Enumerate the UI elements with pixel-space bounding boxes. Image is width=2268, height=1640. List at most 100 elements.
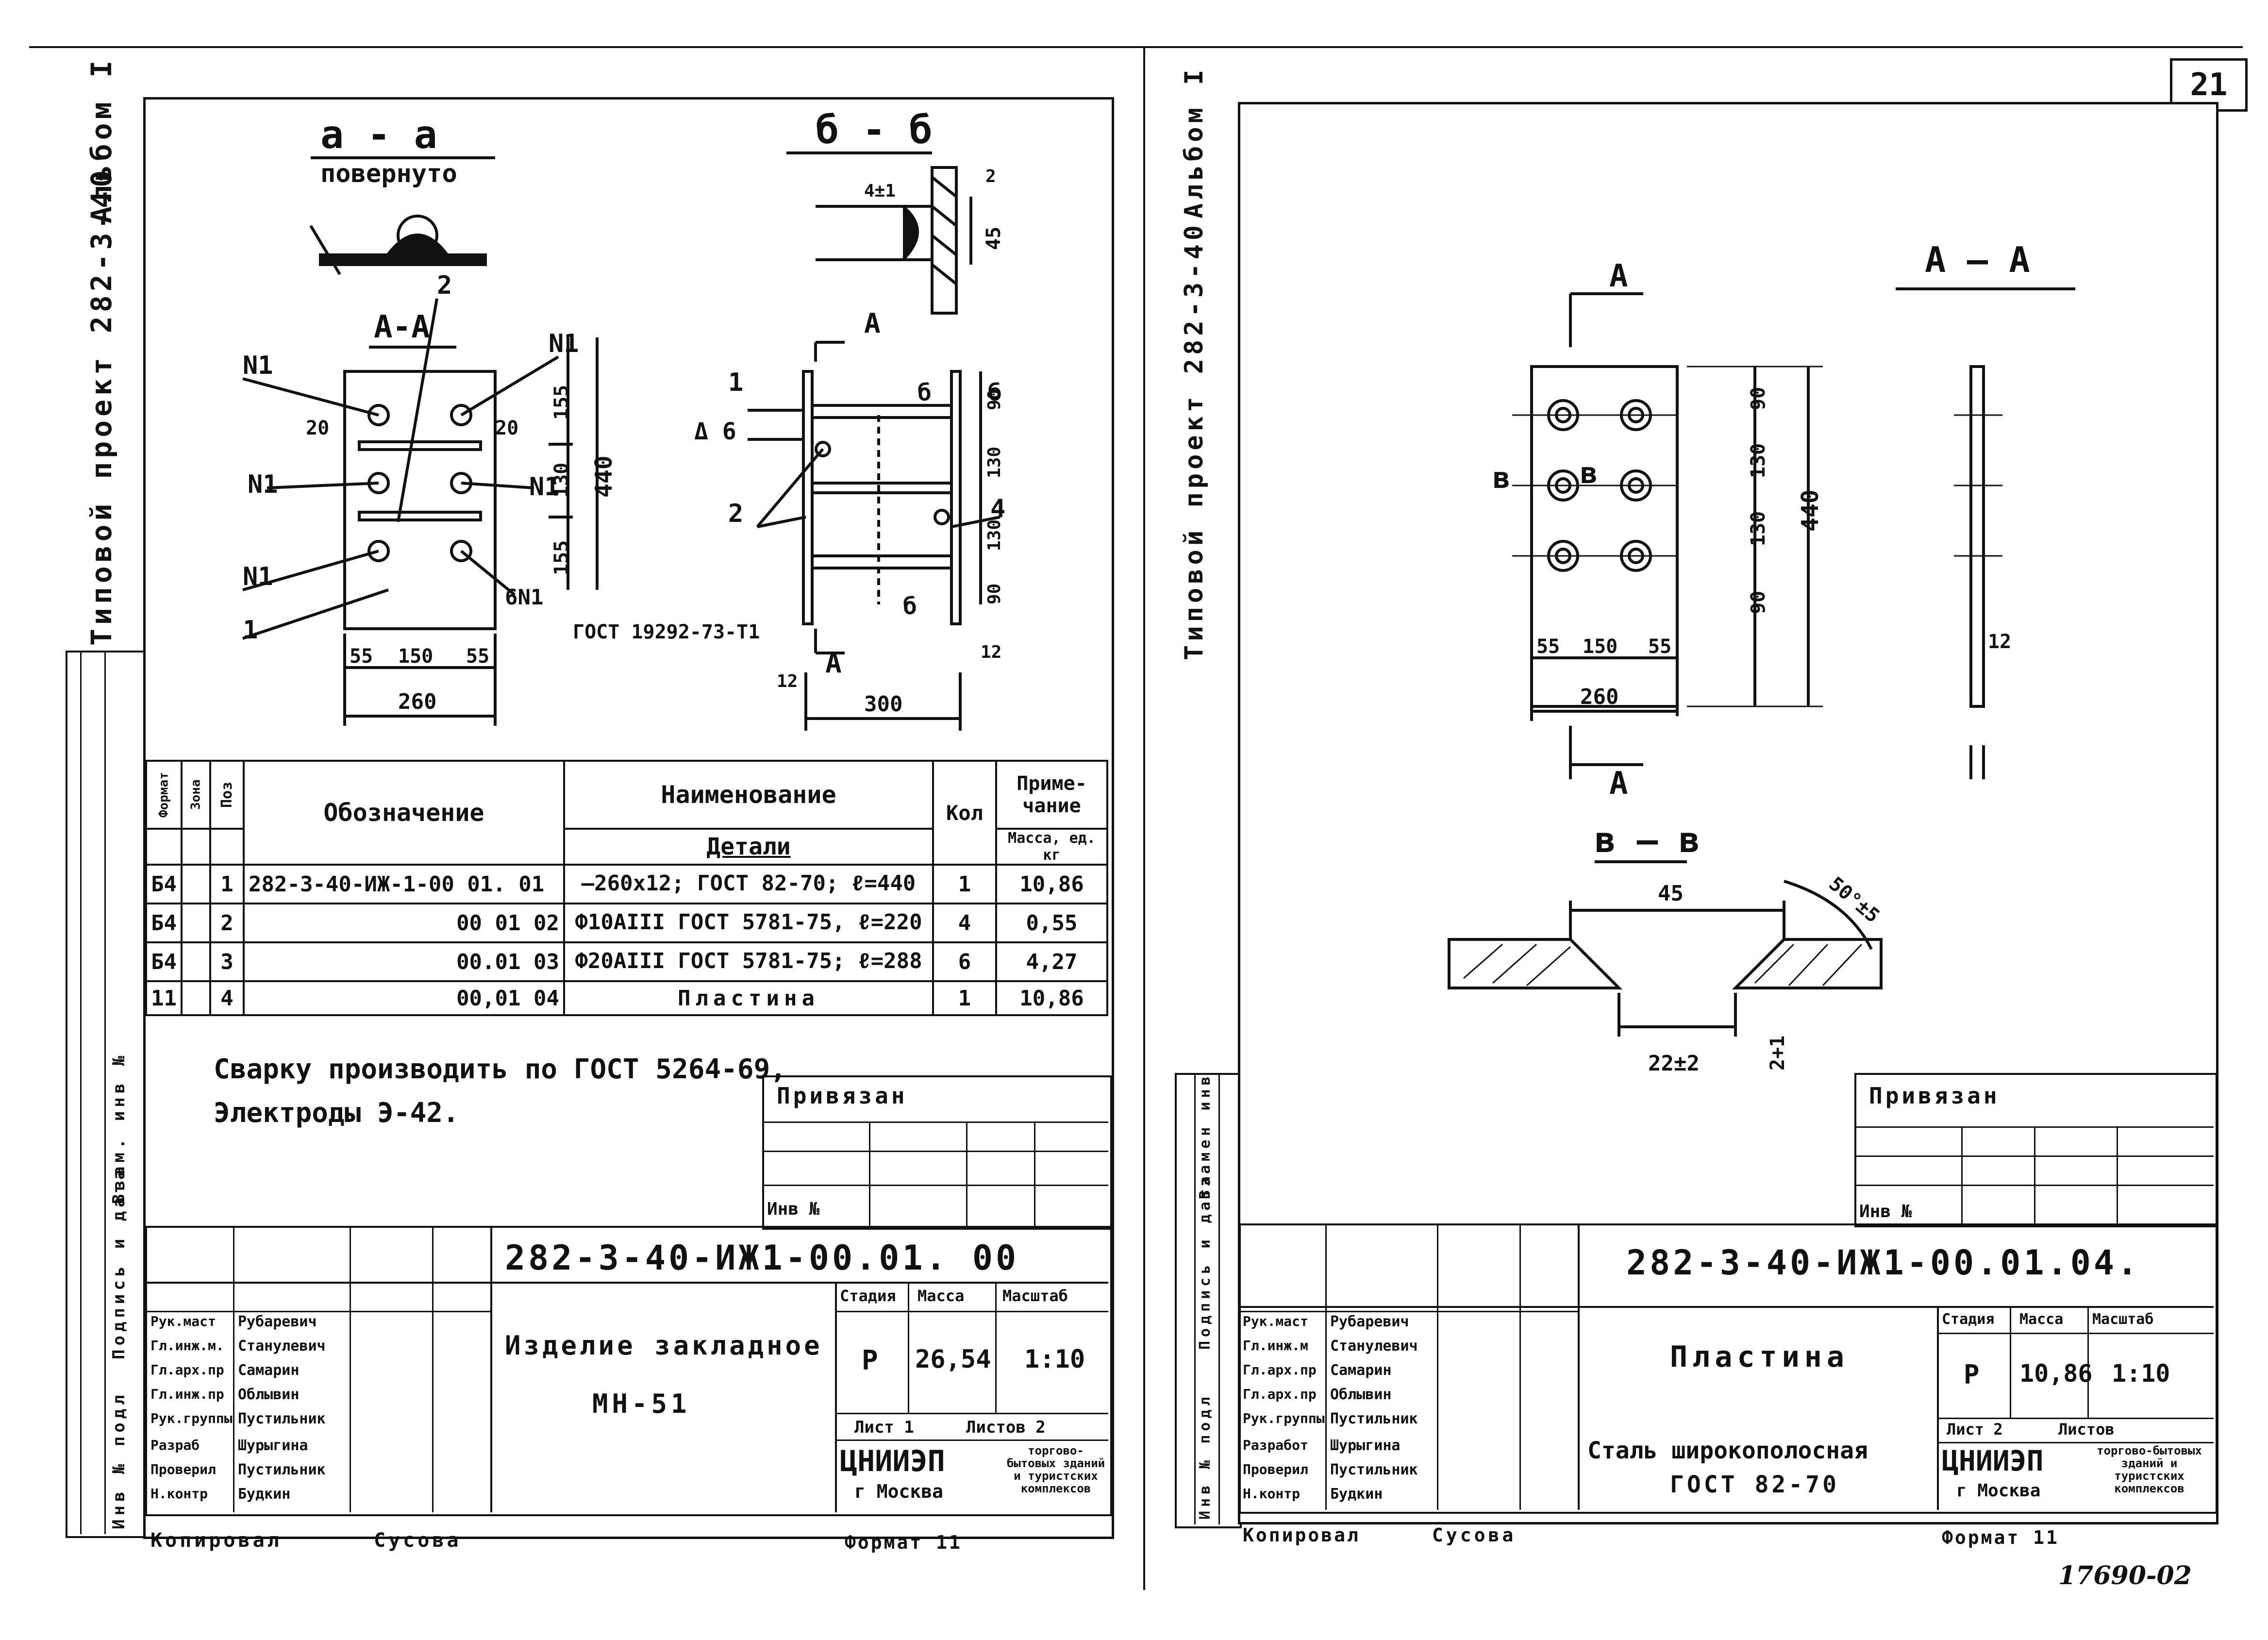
dim-55: 55 — [466, 645, 489, 668]
grid-line — [762, 1121, 1108, 1123]
callout-pos-1: 1 — [243, 616, 258, 645]
role-name: Рубаревич — [238, 1313, 317, 1330]
grid-line — [835, 1413, 1108, 1414]
dim-150: 150 — [1583, 636, 1618, 658]
role-name: Шурыгина — [238, 1437, 308, 1454]
grid-line — [490, 1226, 492, 1512]
inv-no-label: Инв № — [767, 1199, 820, 1219]
role-name: Пустильник — [238, 1461, 326, 1478]
view-aa-title: А-А — [374, 309, 430, 345]
copied-label: Копировал — [150, 1529, 282, 1552]
sheet-label: Лист 1 — [854, 1418, 914, 1437]
callout-pos-2: 2 — [437, 271, 452, 300]
privyazan-label: Привязан — [777, 1083, 908, 1109]
right-privyazan-block — [1854, 1073, 2218, 1227]
callout-pos-4: 4 — [990, 494, 1005, 523]
left-title-line1: Изделие закладное — [505, 1330, 823, 1361]
dim-55: 55 — [1536, 636, 1560, 658]
role: Гл.арх.пр — [150, 1362, 224, 1378]
right-doc-code: 282-3-40-ИЖ1-00.01.04. — [1626, 1243, 2141, 1283]
dim-20: 20 — [306, 417, 329, 439]
right-format-label: Формат 11 — [1942, 1527, 2059, 1548]
page-frame-line — [29, 46, 2243, 48]
format-label: Формат 11 — [845, 1532, 962, 1553]
role-name: Самарин — [1330, 1362, 1392, 1379]
right-material-line1: Сталь широкополосная — [1587, 1437, 1868, 1464]
grid-line — [1239, 1306, 2214, 1308]
grid-line — [1937, 1306, 1939, 1510]
section-marker-a-bottom: А — [825, 648, 842, 679]
page-frame-line — [1143, 46, 1145, 1590]
scale-header: Масштаб — [1002, 1287, 1068, 1305]
right-album-label: Альбом I — [1180, 66, 1209, 218]
grid-line — [1325, 1223, 1327, 1510]
left-title-line2: МН-51 — [592, 1389, 691, 1419]
grid-line — [2010, 1306, 2011, 1418]
dim-12: 12 — [981, 642, 1001, 662]
dim-150: 150 — [398, 645, 433, 668]
callout-n1: N1 — [243, 351, 273, 380]
callout-gost-weld: ГОСТ 19292-73-Т1 — [573, 621, 760, 643]
grid-line — [1961, 1126, 1963, 1223]
role-name: Шурыгина — [1330, 1437, 1401, 1454]
callout-weld-mark: Δ 6 — [694, 418, 736, 445]
dim-130: 130 — [1747, 443, 1769, 478]
role: Гл.инж.пр — [150, 1386, 224, 1402]
role-name: Пустильник — [238, 1410, 326, 1427]
org-city: г Москва — [854, 1481, 944, 1502]
right-margin-line — [1194, 1073, 1196, 1524]
role: Гл.арх.пр — [1243, 1386, 1317, 1402]
role-name: Будкин — [1330, 1486, 1383, 1503]
section-bb-title: б - б — [816, 107, 933, 152]
th-pos: Поз — [210, 761, 244, 829]
callout-6n1: 6N1 — [505, 585, 543, 610]
marker-a-bottom: А — [1609, 766, 1628, 802]
grid-line — [835, 1311, 1108, 1312]
role: Гл.арх.пр — [1243, 1362, 1317, 1378]
right-margin-line — [1218, 1073, 1220, 1524]
dim-12: 12 — [777, 671, 798, 691]
callout-pos-2-side: 2 — [728, 499, 743, 528]
role-name: Пустильник — [1330, 1410, 1418, 1427]
right-scale-header: Масштаб — [2092, 1311, 2154, 1328]
dim-90: 90 — [1747, 387, 1769, 410]
grid-line — [2117, 1126, 2118, 1223]
role: Рук.группы — [150, 1410, 233, 1426]
grid-line — [233, 1226, 234, 1512]
right-mass-value: 10,86 — [2019, 1359, 2093, 1388]
spec-section-title: Детали — [563, 828, 934, 866]
dim-2: 2 — [985, 167, 996, 186]
role: Рук.маст — [150, 1313, 216, 1329]
role-name: Пустильник — [1330, 1461, 1418, 1478]
left-margin-line — [80, 651, 82, 1534]
grid-line — [1937, 1333, 2214, 1334]
section-vv-title: в — в — [1595, 820, 1700, 860]
dim-90: 90 — [984, 584, 1004, 604]
grid-line — [966, 1121, 967, 1226]
role: Проверил — [1243, 1461, 1308, 1477]
right-org-name: ЦНИИЭП — [1942, 1444, 2044, 1477]
stage-value: Р — [862, 1345, 878, 1376]
section-aa-rot-title: а - а — [320, 112, 437, 157]
right-copier-name: Сусова — [1432, 1524, 1517, 1546]
dim-155: 155 — [550, 385, 573, 420]
right-stamp-inv-podl: Инв № подл — [1197, 1393, 1214, 1520]
left-doc-code: 282-3-40-ИЖ1-00.01. 00 — [505, 1238, 1019, 1278]
th-note: Приме-чание — [995, 760, 1109, 830]
grid-line — [835, 1282, 837, 1512]
th-mass: Масса, ед. кг — [995, 828, 1109, 866]
dim-130: 130 — [1747, 511, 1769, 546]
right-drawing: А А А — А в — в в в 90 130 130 90 440 55… — [1448, 239, 2075, 1075]
role: Гл.инж.м. — [150, 1338, 224, 1354]
callout-n1: N1 — [248, 470, 278, 499]
left-stamp-vzam-inv: Взам. инв № — [109, 1052, 129, 1204]
th-designation: Обозначение — [242, 760, 565, 866]
grid-line — [995, 1282, 997, 1413]
grid-line — [145, 1311, 490, 1312]
privyazan-block — [762, 1075, 1112, 1230]
dim-2: 2+1 — [1767, 1036, 1789, 1071]
grid-line — [1519, 1223, 1521, 1510]
callout-pos-1-side: 1 — [728, 368, 743, 397]
